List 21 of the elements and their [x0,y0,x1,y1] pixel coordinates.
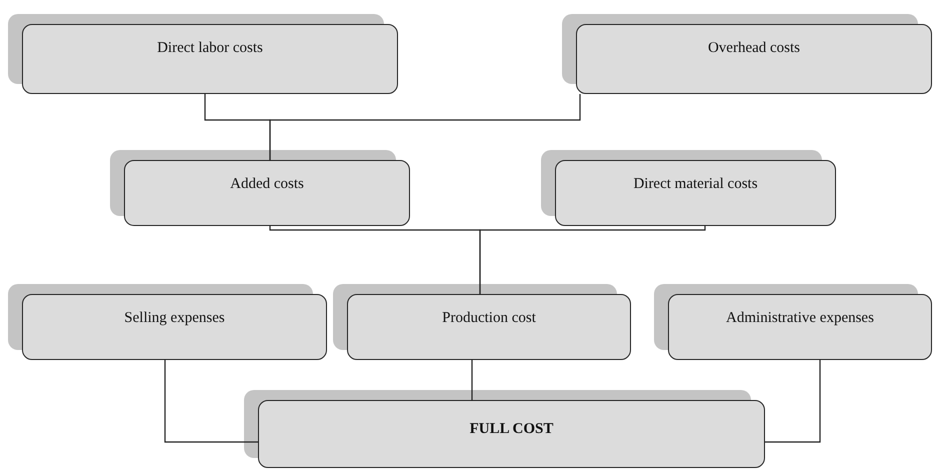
box-label: Overhead costs [706,40,802,57]
box-label: Selling expenses [123,310,226,327]
box-label: Direct labor costs [156,40,264,57]
box-label: Added costs [229,176,305,193]
cost-box [124,160,410,226]
cost-box [668,294,932,360]
box-label: FULL COST [468,421,554,438]
connector-line [269,94,581,160]
connector-line [479,226,706,294]
connector-line [765,360,821,443]
cost-box [555,160,836,226]
connector-line [164,360,258,443]
cost-box [347,294,631,360]
connector-line [471,360,473,400]
box-label: Administrative expenses [725,310,875,327]
cost-box [22,294,327,360]
box-label: Direct material costs [632,176,759,193]
cost-box [22,24,398,94]
box-label: Production cost [441,310,537,327]
cost-box [258,400,765,468]
cost-box [576,24,932,94]
